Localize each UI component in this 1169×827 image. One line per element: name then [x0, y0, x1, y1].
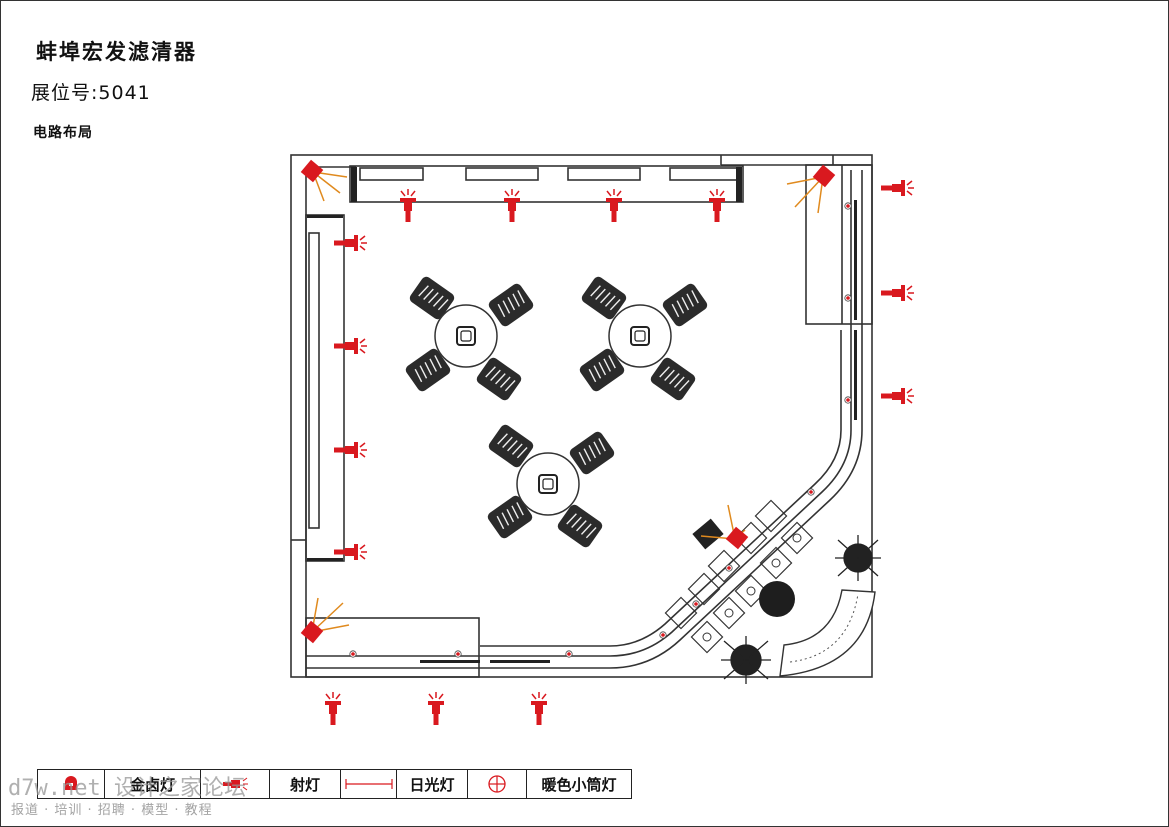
- spotlights-top: [399, 188, 726, 223]
- legend-label-fluorescent: 日光灯: [397, 770, 468, 798]
- section-title: 电路布局: [33, 125, 93, 141]
- tile-lights: [702, 533, 802, 642]
- plant-icon-2: [721, 636, 771, 684]
- floor-tiles: [664, 499, 814, 654]
- warm-downlight-icon: [468, 770, 527, 798]
- curved-bench: [779, 589, 876, 677]
- wall-strips: [307, 167, 857, 663]
- legend-label-halogen: 金卤灯: [105, 770, 201, 798]
- halogen-lamp-top-left: [300, 159, 348, 202]
- spotlights-right: [880, 179, 915, 405]
- legend-label-spotlight: 射灯: [270, 770, 341, 798]
- halogen-lamp-bottom-left: [300, 597, 350, 644]
- display-box: [692, 518, 724, 550]
- round-stand: [759, 581, 795, 617]
- booth-walls: [290, 154, 873, 678]
- spotlights-left: [333, 234, 368, 561]
- legend: 金卤灯 射灯 日光灯 暖色小筒灯: [37, 769, 632, 799]
- halogen-lamp-center: [700, 504, 749, 550]
- spotlights-bottom: [324, 691, 548, 726]
- table-set-1: [403, 274, 536, 403]
- booth-number: 展位号:5041: [31, 82, 151, 104]
- plant-icon: [835, 535, 881, 581]
- halogen-lamp-icon: [38, 770, 105, 798]
- spotlight-icon: [201, 770, 270, 798]
- legend-label-downlight: 暖色小筒灯: [541, 775, 617, 794]
- table-set-2: [577, 274, 710, 403]
- fluorescent-lamp-icon: [341, 770, 397, 798]
- halogen-lamp-top-right: [786, 164, 836, 214]
- page-title: 蚌埠宏发滤清器: [36, 40, 197, 64]
- table-set-3: [485, 422, 617, 550]
